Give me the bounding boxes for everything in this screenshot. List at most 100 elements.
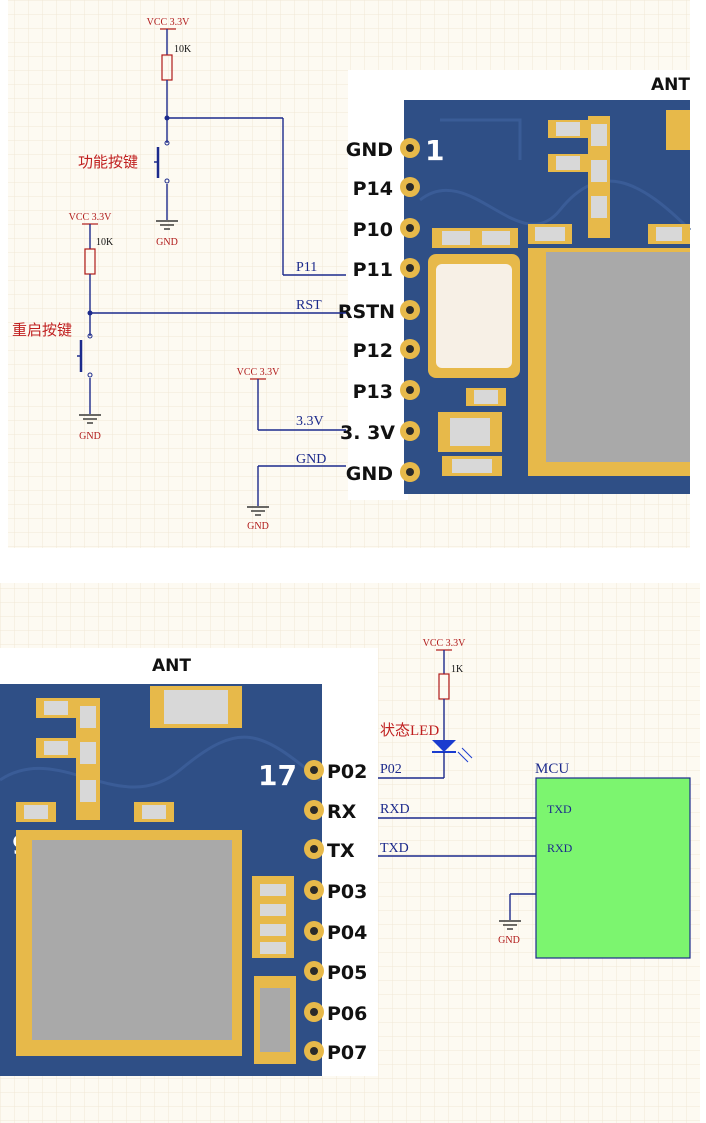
switch-contact [87, 372, 93, 378]
net-label-3v3: 3.3V [296, 414, 324, 429]
top-smd-3b [591, 160, 607, 182]
top-pin-hole [406, 264, 414, 272]
top-smd-7-body [450, 418, 490, 446]
mcu-label: MCU [535, 761, 569, 777]
top-smd-8-body [452, 459, 492, 473]
bottom-pin-label: P06 [327, 1003, 367, 1025]
bottom-pin: P04 [304, 921, 367, 944]
top-pin: 3. 3V [340, 421, 420, 444]
top-pin-label: GND [346, 139, 393, 161]
vcc-net: VCC 3.3V 3.3V [237, 367, 346, 431]
led-ray [457, 751, 469, 763]
bottom-smd-ant-body [164, 690, 228, 724]
top-pin-label: P12 [353, 340, 393, 362]
top-pin-label: P13 [353, 381, 393, 403]
vcc-label-2: VCC 3.3V [69, 212, 113, 223]
top-pin-label: P11 [353, 259, 393, 281]
top-pin-label: P10 [353, 219, 393, 241]
resistor-3-value: 1K [451, 664, 464, 675]
bottom-pin-hole [310, 845, 318, 853]
top-smd-row-b [482, 231, 510, 245]
status-led-circuit: VCC 3.3V 1K 状态LED P02 [378, 638, 473, 779]
function-key-circuit: VCC 3.3V 10K 功能按键 GND [78, 17, 283, 248]
vcc-label-1: VCC 3.3V [147, 17, 191, 28]
reset-key-circuit: VCC 3.3V 10K 重启按键 GND [12, 212, 114, 442]
bottom-chip [32, 840, 232, 1040]
resistor-2-value: 10K [96, 237, 114, 248]
bottom-pin-row: P02 RX TX P03 P04 [304, 760, 367, 1064]
top-pin-label: RSTN [338, 301, 395, 323]
top-smd-1-body [556, 122, 580, 136]
bottom-smd-3c [80, 780, 96, 802]
top-smd-6-body [474, 390, 498, 404]
top-smd-3c [591, 196, 607, 218]
vcc-label-3: VCC 3.3V [237, 367, 281, 378]
bottom-pin-label: RX [327, 801, 357, 823]
top-crystal-body [436, 264, 512, 368]
top-ant-area [348, 70, 690, 100]
net-label-gnd: GND [296, 452, 326, 467]
bottom-pin-hole [310, 1008, 318, 1016]
bottom-smd-1-body [44, 701, 68, 715]
top-pin-hole [406, 306, 414, 314]
bottom-pin: RX [304, 800, 357, 823]
top-pcb-module: ANT 1 9 [348, 70, 692, 500]
top-smd-ant [666, 110, 690, 150]
top-smd-3a [591, 124, 607, 146]
gnd-label-3: GND [247, 521, 269, 532]
top-ant-label: ANT [651, 75, 690, 95]
bottom-ant-area [0, 648, 378, 684]
mcu-box [535, 777, 691, 959]
top-pin-label: 3. 3V [340, 422, 395, 444]
gnd-label-4: GND [498, 935, 520, 946]
top-pin: P13 [353, 380, 420, 403]
resistor-1-value: 10K [174, 44, 192, 55]
bottom-smd-4-body [24, 805, 48, 819]
vcc-label-4: VCC 3.3V [423, 638, 467, 649]
bottom-pin: P06 [304, 1002, 367, 1025]
bottom-smd-3a [80, 706, 96, 728]
gnd-net: GND GND [247, 452, 346, 532]
switch-contact [87, 333, 93, 339]
top-smd-4-body [535, 227, 565, 241]
bottom-panel: ANT 17 9 [0, 583, 700, 1123]
top-pcb-trace [419, 179, 692, 232]
gnd-label-2: GND [79, 431, 101, 442]
mcu-pin-txd: TXD [547, 802, 572, 816]
bottom-smd-2-body [44, 741, 68, 755]
top-smd-row-a [442, 231, 470, 245]
bottom-smd-3b [80, 742, 96, 764]
mcu-pin-rxd: RXD [547, 841, 573, 855]
top-smd-2-body [556, 156, 580, 170]
switch-contact [164, 178, 170, 184]
bottom-pin: P05 [304, 961, 367, 984]
mcu-block: MCU TXD RXD GND [498, 761, 691, 959]
bottom-smd-6c [260, 924, 286, 936]
bottom-pin-hole [310, 806, 318, 814]
top-pin-hole [406, 144, 414, 152]
net-label-rxd: RXD [380, 802, 410, 817]
top-pin: RSTN [338, 300, 420, 323]
bottom-pin-hole [310, 927, 318, 935]
bottom-pin: TX [304, 839, 355, 862]
top-pin-label: GND [346, 463, 393, 485]
top-pin: P12 [353, 339, 420, 362]
top-pin: P11 [353, 258, 420, 281]
bottom-pin-label: P02 [327, 761, 367, 783]
top-panel: ANT 1 9 [8, 0, 692, 548]
bottom-pin-hole [310, 1047, 318, 1055]
top-pin: P14 [353, 177, 420, 200]
top-pin: GND [346, 462, 420, 485]
bottom-smd-6a [260, 884, 286, 896]
gnd-label-1: GND [156, 237, 178, 248]
bottom-pcb-module: ANT 17 9 [0, 648, 378, 1076]
bottom-smd-5-body [142, 805, 166, 819]
bottom-smd-6b [260, 904, 286, 916]
top-pin-hole [406, 386, 414, 394]
top-pin-hole [406, 345, 414, 353]
top-pin-row: GND P14 P10 P11 RSTN [338, 138, 420, 485]
net-label-rst: RST [296, 298, 322, 313]
top-pin-hole [406, 224, 414, 232]
top-pcb-trace-2 [440, 118, 522, 160]
top-pin-hole [406, 427, 414, 435]
